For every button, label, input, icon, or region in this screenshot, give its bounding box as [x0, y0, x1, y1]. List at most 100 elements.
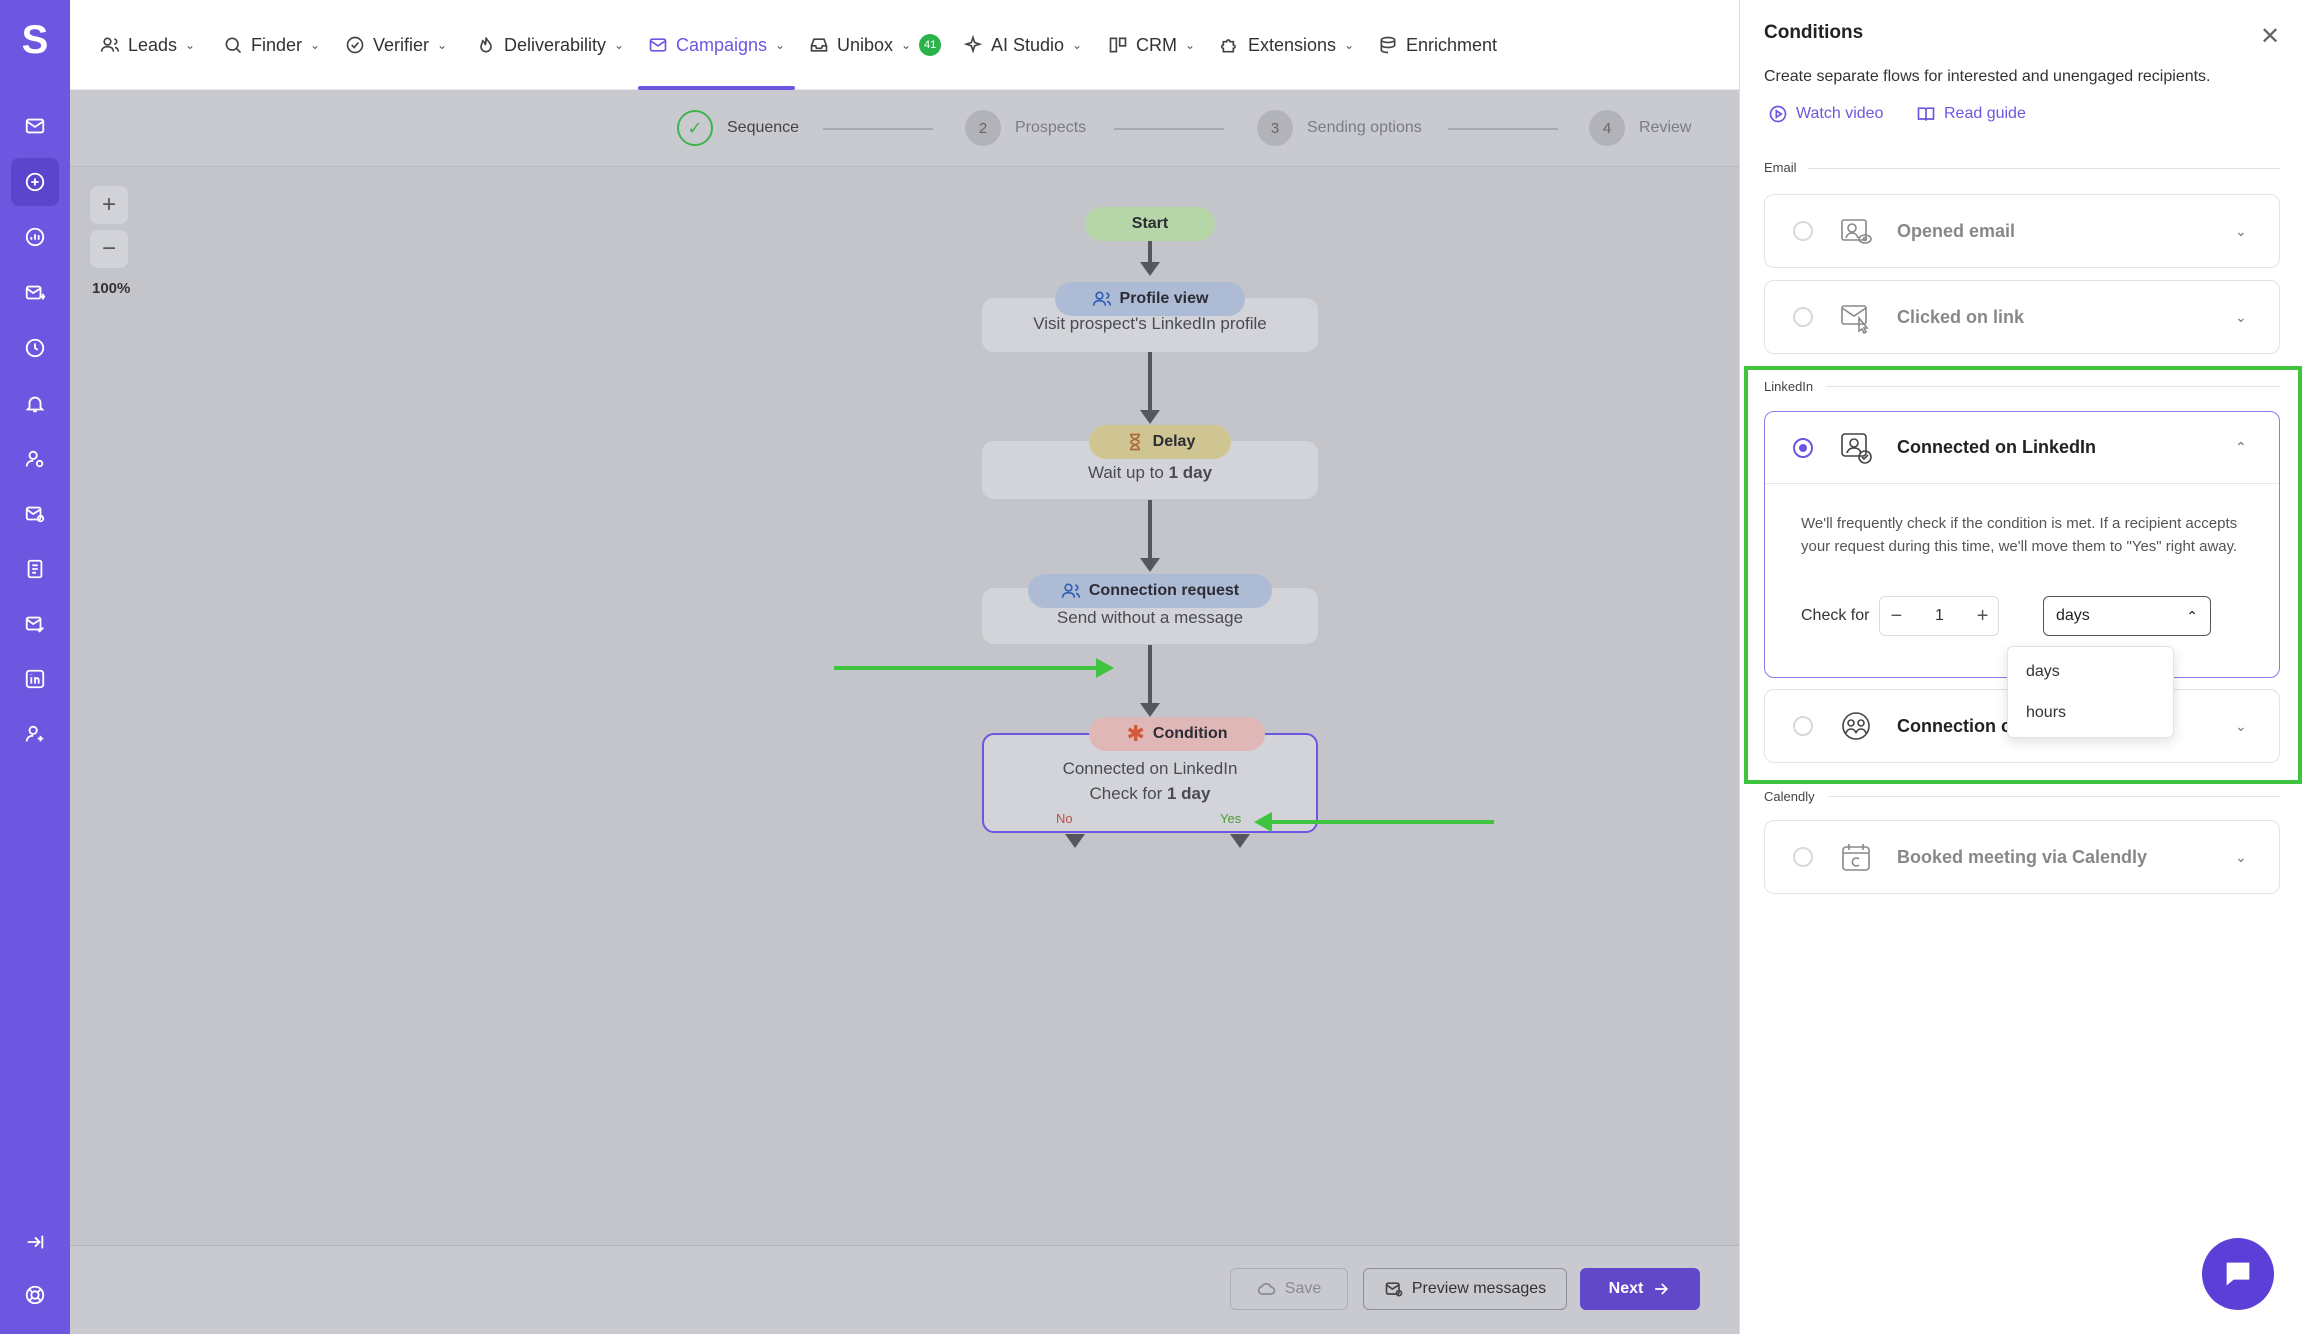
section-divider: [1808, 168, 2280, 169]
nav-leads-label: Leads: [128, 35, 177, 56]
nav-extensions[interactable]: Extensions⌄: [1220, 0, 1354, 90]
people-icon: [1092, 289, 1112, 309]
step-review[interactable]: 4 Review: [1589, 108, 1691, 148]
envelope-icon: [648, 35, 668, 55]
delay-body-prefix: Wait up to: [1088, 463, 1169, 482]
close-icon[interactable]: ✕: [2260, 22, 2280, 51]
add-circle-icon[interactable]: [11, 158, 59, 206]
cloud-icon: [1257, 1279, 1277, 1299]
condition-line2: Check for 1 day: [984, 784, 1316, 804]
nav-leads[interactable]: Leads ⌄: [100, 0, 195, 90]
condition-line2-prefix: Check for: [1090, 784, 1167, 803]
step-divider: [1114, 128, 1224, 130]
arrow-down-icon: [1140, 703, 1160, 717]
chat-icon: [2221, 1257, 2255, 1291]
connection-request-pill: Connection request: [1028, 574, 1272, 608]
nav-ai-studio[interactable]: AI Studio ⌄: [963, 0, 1082, 90]
mail-icon[interactable]: [11, 102, 59, 150]
nav-verifier[interactable]: Verifier⌄: [345, 0, 447, 90]
search-icon: [223, 35, 243, 55]
chevron-down-icon: ⌄: [185, 38, 195, 52]
section-email-label: Email: [1764, 160, 1797, 175]
crm-icon: [1108, 35, 1128, 55]
nav-enrichment[interactable]: Enrichment: [1378, 0, 1497, 90]
connection-request-body: Send without a message: [982, 608, 1318, 628]
step-review-label: Review: [1639, 119, 1691, 137]
step-sending-options[interactable]: 3 Sending options: [1257, 108, 1422, 148]
chevron-down-icon[interactable]: ⌄: [2235, 849, 2247, 866]
save-label: Save: [1285, 1280, 1321, 1298]
delay-pill: Delay: [1089, 425, 1231, 459]
collapse-icon[interactable]: [11, 1218, 59, 1266]
book-icon: [1916, 104, 1936, 124]
delay-title: Delay: [1153, 433, 1196, 451]
nav-campaigns[interactable]: Campaigns⌄: [648, 0, 785, 90]
unit-option-days[interactable]: days: [2026, 663, 2060, 681]
zoom-out-button[interactable]: −: [90, 230, 128, 268]
nav-finder[interactable]: Finder⌄: [223, 0, 320, 90]
preview-mail-icon: [1384, 1279, 1404, 1299]
panel-title: Conditions: [1764, 22, 1863, 44]
watch-video-label: Watch video: [1796, 105, 1883, 123]
step-sequence[interactable]: ✓ Sequence: [677, 108, 799, 148]
condition-clicked-link[interactable]: Clicked on link ⌄: [1764, 280, 2280, 354]
step-prospects[interactable]: 2 Prospects: [965, 108, 1086, 148]
bell-icon[interactable]: [11, 380, 59, 428]
left-sidebar: S: [0, 0, 70, 1334]
arrow-down-icon: [1140, 262, 1160, 276]
condition-no-label: No: [1056, 811, 1073, 826]
preview-messages-button[interactable]: Preview messages: [1363, 1268, 1567, 1310]
clock-icon[interactable]: [11, 324, 59, 372]
chevron-down-icon: ⌄: [1185, 38, 1195, 52]
clicked-link-icon: [1839, 300, 1873, 334]
profile-view-title: Profile view: [1120, 290, 1209, 308]
radio-booked-meeting[interactable]: [1793, 847, 1813, 867]
chart-icon[interactable]: [11, 213, 59, 261]
help-icon[interactable]: [11, 1271, 59, 1319]
preview-label: Preview messages: [1412, 1280, 1546, 1298]
nav-crm[interactable]: CRM ⌄: [1108, 0, 1195, 90]
save-button[interactable]: Save: [1230, 1268, 1348, 1310]
nav-crm-label: CRM: [1136, 35, 1177, 56]
mail-settings-icon[interactable]: [11, 490, 59, 538]
chevron-down-icon: ⌄: [901, 38, 911, 52]
enrichment-icon: [1378, 35, 1398, 55]
arrow-right-icon: [1651, 1279, 1671, 1299]
app-logo[interactable]: S: [0, 0, 70, 80]
clicked-link-title: Clicked on link: [1897, 307, 2024, 328]
person-search-icon[interactable]: [11, 435, 59, 483]
unit-dropdown-menu: days hours: [2007, 646, 2174, 738]
add-user-icon[interactable]: [11, 710, 59, 758]
nav-ai-studio-label: AI Studio: [991, 35, 1064, 56]
nav-deliverability[interactable]: Deliverability⌄: [476, 0, 624, 90]
chevron-down-icon: ⌄: [1072, 38, 1082, 52]
unit-option-hours[interactable]: hours: [2026, 704, 2066, 722]
radio-clicked-link[interactable]: [1793, 307, 1813, 327]
leads-icon: [100, 35, 120, 55]
start-node[interactable]: Start: [1085, 207, 1215, 241]
read-guide-link[interactable]: Read guide: [1916, 104, 2026, 124]
chevron-down-icon: ⌄: [775, 38, 785, 52]
chevron-down-icon[interactable]: ⌄: [2235, 309, 2247, 326]
chevron-down-icon[interactable]: ⌄: [2235, 223, 2247, 240]
play-icon: [1768, 104, 1788, 124]
mail-check-icon[interactable]: [11, 600, 59, 648]
section-calendly-label: Calendly: [1764, 789, 1815, 804]
nav-unibox-label: Unibox: [837, 35, 893, 56]
chat-support-button[interactable]: [2202, 1238, 2274, 1310]
document-icon[interactable]: [11, 545, 59, 593]
read-guide-label: Read guide: [1944, 105, 2026, 123]
outbox-icon[interactable]: [11, 269, 59, 317]
next-button[interactable]: Next: [1580, 1268, 1700, 1310]
condition-opened-email[interactable]: Opened email ⌄: [1764, 194, 2280, 268]
condition-booked-meeting[interactable]: Booked meeting via Calendly ⌄: [1764, 820, 2280, 894]
radio-opened-email[interactable]: [1793, 221, 1813, 241]
nav-unibox[interactable]: Unibox ⌄ 41: [809, 0, 941, 90]
zoom-level: 100%: [92, 280, 130, 297]
unibox-count-badge: 41: [919, 34, 941, 56]
watch-video-link[interactable]: Watch video: [1768, 104, 1883, 124]
people-icon: [1061, 581, 1081, 601]
zoom-in-button[interactable]: +: [90, 186, 128, 224]
arrow-down-icon: [1230, 834, 1250, 848]
linkedin-icon[interactable]: [11, 655, 59, 703]
